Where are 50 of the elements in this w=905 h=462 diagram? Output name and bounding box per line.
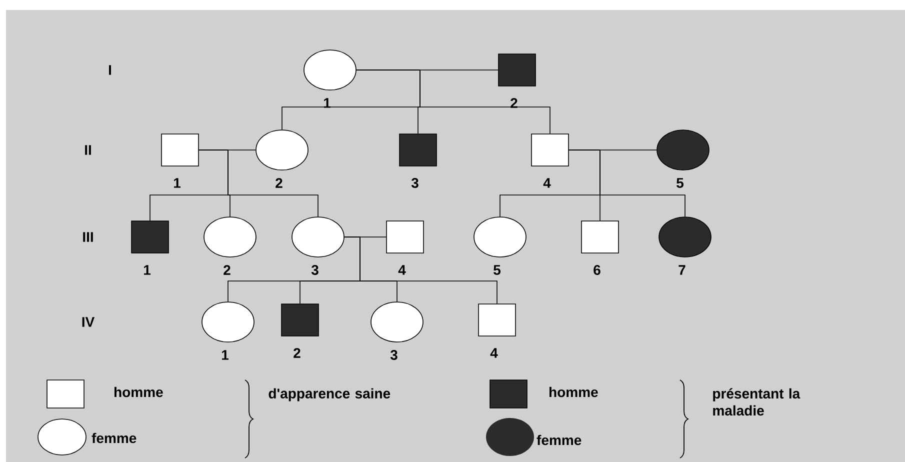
individual-number: 1: [144, 265, 151, 275]
individual-number: 3: [390, 350, 398, 360]
individual-number: 3: [411, 178, 418, 188]
descent-line: [568, 150, 686, 217]
individual-number: 1: [174, 178, 181, 188]
individual-number: 2: [224, 265, 230, 275]
group-label: présentant la maladie: [713, 388, 800, 416]
individual-number: 1: [324, 98, 331, 108]
descent-line: [356, 70, 550, 134]
descent-line: [344, 236, 498, 304]
male-symbol: [531, 134, 569, 166]
affected-male-symbol: [498, 54, 536, 86]
generation-label: I: [109, 65, 112, 75]
individual-number: 2: [510, 98, 518, 108]
male-symbol: [581, 220, 619, 254]
individual-number: 7: [678, 265, 686, 275]
generation-label: II: [85, 145, 91, 155]
male-symbol: [478, 304, 516, 336]
female-symbol: [304, 50, 356, 90]
individual-number: 2: [276, 178, 282, 188]
affected-male-symbol: [281, 304, 319, 336]
individual-number: 1: [222, 350, 229, 360]
female-symbol: [292, 216, 344, 258]
legend-text: homme: [550, 386, 598, 398]
individual-number: 4: [490, 348, 498, 358]
affected-female-symbol: [656, 130, 710, 170]
group-label: d'apparence saine: [268, 388, 390, 402]
female-symbol: [256, 130, 308, 170]
female-symbol: [202, 302, 254, 342]
legend-text: femme: [92, 432, 136, 444]
legend-text: femme: [536, 434, 582, 446]
female-symbol: [370, 302, 424, 342]
affected-male-symbol: [131, 220, 169, 254]
individual-number: 4: [543, 178, 551, 188]
legend-text: homme: [114, 386, 163, 398]
male-symbol: [386, 220, 424, 254]
individual-number: 5: [494, 265, 501, 275]
affected-male-symbol: [399, 134, 437, 166]
individual-number: 3: [311, 265, 318, 275]
female-symbol: [474, 216, 526, 258]
generation-label: IV: [82, 317, 95, 327]
individual-number: 2: [294, 348, 300, 358]
individual-number: 6: [594, 265, 600, 275]
individual-number: 5: [676, 178, 684, 188]
descent-line: [198, 150, 318, 217]
individual-number: 4: [398, 265, 406, 275]
generation-label: III: [83, 232, 93, 242]
affected-female-symbol: [658, 216, 712, 258]
female-symbol: [204, 216, 256, 258]
male-symbol: [161, 134, 199, 166]
